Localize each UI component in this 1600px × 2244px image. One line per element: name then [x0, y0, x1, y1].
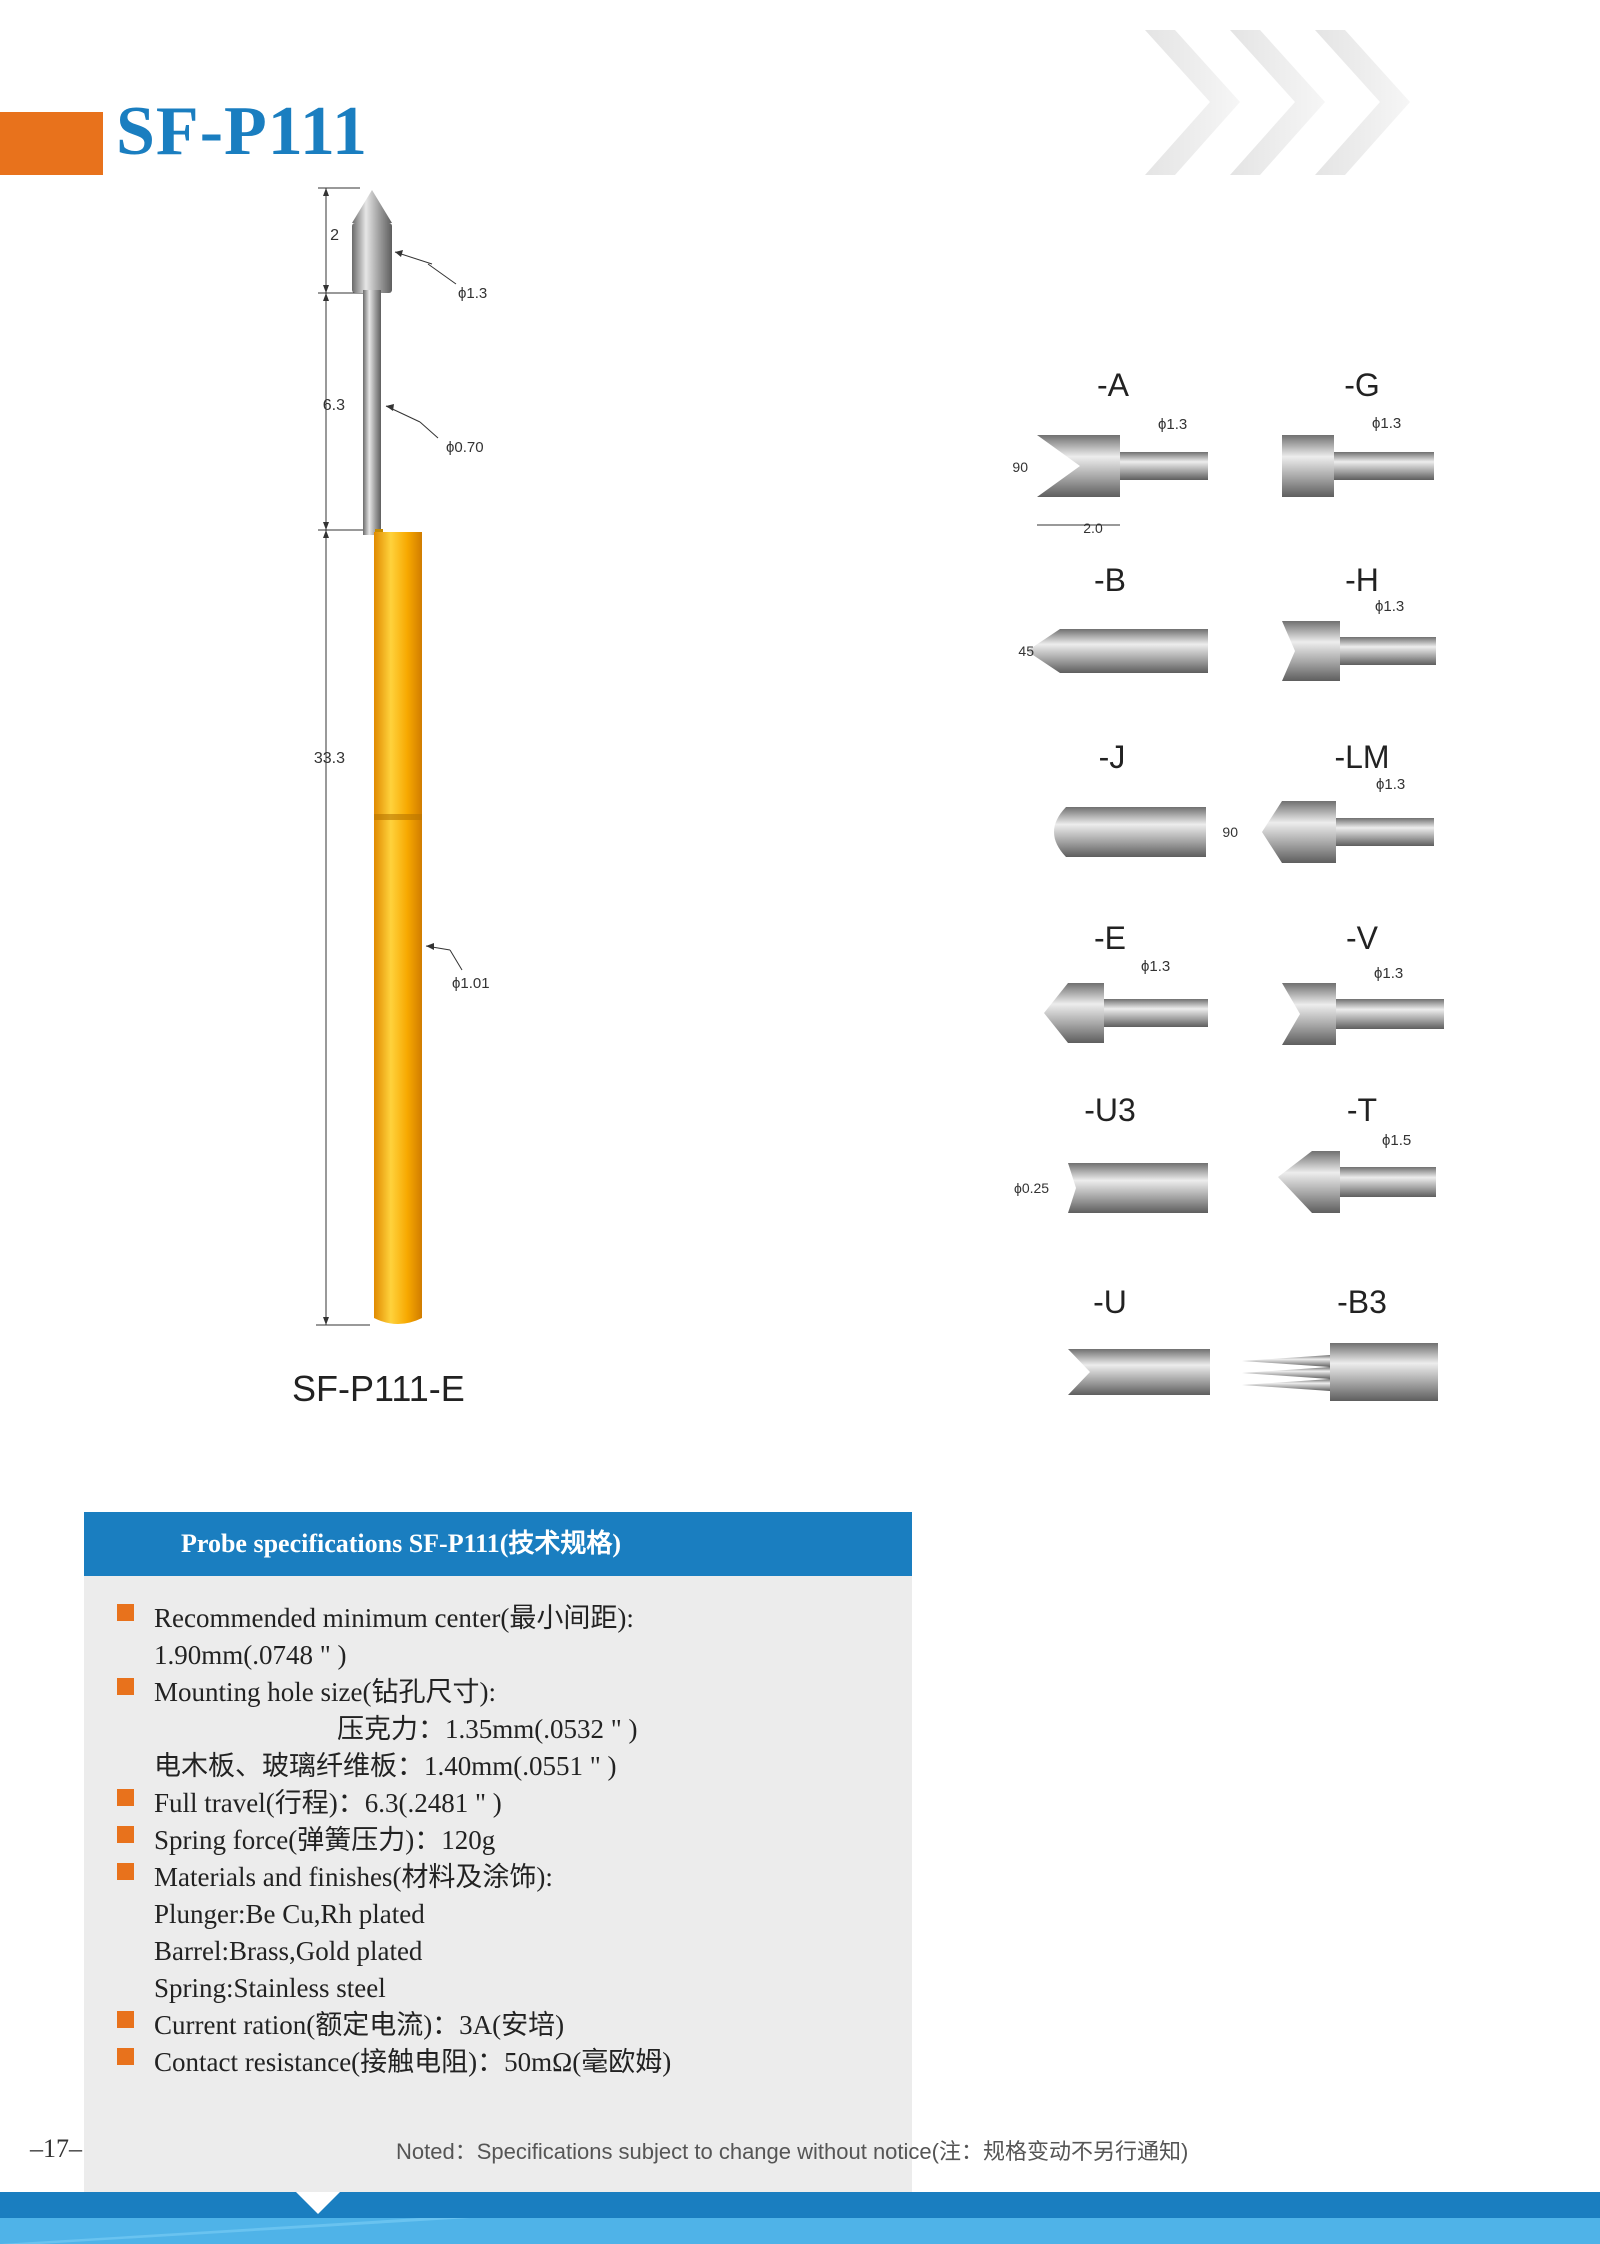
- bullet-square-icon: [117, 2011, 134, 2028]
- spec-list: Recommended minimum center(最小间距): 1.90mm(…: [117, 1600, 671, 2081]
- variant-label-u3: -U3: [1084, 1092, 1136, 1128]
- probe-model-label: SF-P111-E: [292, 1368, 465, 1409]
- variant-a-length: 2.0: [1083, 520, 1103, 536]
- spec-item: Recommended minimum center(最小间距): 1.90mm(…: [117, 1600, 671, 1674]
- page-title: SF-P111: [116, 93, 369, 170]
- tip-length-label: 2: [330, 227, 339, 244]
- variant-label-e: -E: [1094, 920, 1126, 956]
- variant-u3-dia: ϕ0.25: [1014, 1180, 1049, 1196]
- spec-panel: Probe specifications SF-P111(技术规格) Recom…: [84, 1512, 912, 2192]
- spec-line: Barrel:Brass,Gold plated: [154, 1936, 423, 1966]
- spec-line: Contact resistance(接触电阻)：50mΩ(毫欧姆): [154, 2047, 672, 2077]
- plunger-diameter-label: ϕ0.70: [446, 439, 484, 456]
- bullet-square-icon: [117, 2048, 134, 2065]
- variant-e-dia: ϕ1.3: [1141, 958, 1170, 975]
- variant-v-dia: ϕ1.3: [1374, 965, 1403, 982]
- barrel-diameter-label: ϕ1.01: [452, 975, 490, 992]
- title-accent-bar: [0, 112, 103, 175]
- bullet-square-icon: [117, 1863, 134, 1880]
- bullet-square-icon: [117, 1826, 134, 1843]
- spec-line: Spring:Stainless steel: [154, 1973, 386, 2003]
- spec-item: Mounting hole size(钻孔尺寸): 压克力：1.35mm(.053…: [117, 1674, 671, 1785]
- variant-lm-angle: 90: [1222, 824, 1238, 840]
- variant-label-v: -V: [1346, 920, 1379, 956]
- spec-line: Plunger:Be Cu,Rh plated: [154, 1899, 425, 1929]
- tip-diameter-label: ϕ1.3: [458, 285, 487, 302]
- footnote: Noted：Specifications subject to change w…: [396, 2139, 1189, 2164]
- variant-label-t: -T: [1347, 1092, 1377, 1128]
- variant-label-g: -G: [1344, 367, 1380, 403]
- spec-line: Full travel(行程)：6.3(.2481 " ): [154, 1788, 502, 1818]
- variant-label-b: -B: [1094, 562, 1126, 598]
- probe-drawing: 2 6.3 33.3 ϕ1.3 ϕ0.70 ϕ1.01: [314, 187, 490, 1326]
- plunger-length-label: 6.3: [323, 397, 345, 414]
- bullet-square-icon: [117, 1604, 134, 1621]
- variant-a-dia: ϕ1.3: [1158, 416, 1187, 433]
- spec-item: Full travel(行程)：6.3(.2481 " ): [117, 1785, 671, 1822]
- bullet-square-icon: [117, 1678, 134, 1695]
- spec-line: Materials and finishes(材料及涂饰):: [154, 1862, 553, 1892]
- variant-label-a: -A: [1097, 367, 1130, 403]
- chevron-decoration-icon: [1145, 30, 1410, 175]
- variant-label-b3: -B3: [1337, 1284, 1387, 1320]
- variant-label-h: -H: [1345, 562, 1379, 598]
- spec-line: Recommended minimum center(最小间距):: [154, 1603, 634, 1633]
- variant-g-dia: ϕ1.3: [1372, 415, 1401, 432]
- variant-b-angle: 45: [1018, 643, 1034, 659]
- spec-line: Current ration(额定电流)：3A(安培): [154, 2010, 565, 2040]
- page-number: –17–: [30, 2134, 82, 2163]
- spec-item: Materials and finishes(材料及涂饰): Plunger:Be…: [117, 1859, 671, 2007]
- spec-line: 电木板、玻璃纤维板：1.40mm(.0551 " ): [154, 1751, 617, 1781]
- variant-t-dia: ϕ1.5: [1382, 1132, 1411, 1149]
- spec-line: Mounting hole size(钻孔尺寸):: [154, 1677, 496, 1707]
- variant-lm-dia: ϕ1.3: [1376, 776, 1405, 793]
- total-length-label: 33.3: [314, 750, 345, 767]
- footer-band: [0, 2192, 1600, 2244]
- variant-a-angle: 90: [1012, 459, 1028, 475]
- spec-line: Spring force(弹簧压力)：120g: [154, 1825, 496, 1855]
- variant-label-j: -J: [1099, 739, 1126, 775]
- spec-item: Contact resistance(接触电阻)：50mΩ(毫欧姆): [117, 2044, 671, 2081]
- spec-line: 1.90mm(.0748 " ): [154, 1640, 347, 1670]
- tip-variants: -A -G ϕ1.3 90 2.0 ϕ1.3 -B -H 45 ϕ1.3 -J …: [1012, 367, 1444, 1401]
- spec-panel-header: Probe specifications SF-P111(技术规格): [84, 1512, 912, 1576]
- spec-line: 压克力：1.35mm(.0532 " ): [337, 1714, 638, 1744]
- spec-item: Spring force(弹簧压力)：120g: [117, 1822, 671, 1859]
- variant-label-lm: -LM: [1334, 739, 1389, 775]
- spec-item: Current ration(额定电流)：3A(安培): [117, 2007, 671, 2044]
- bullet-square-icon: [117, 1789, 134, 1806]
- variant-label-u: -U: [1093, 1284, 1127, 1320]
- variant-h-dia: ϕ1.3: [1375, 598, 1404, 615]
